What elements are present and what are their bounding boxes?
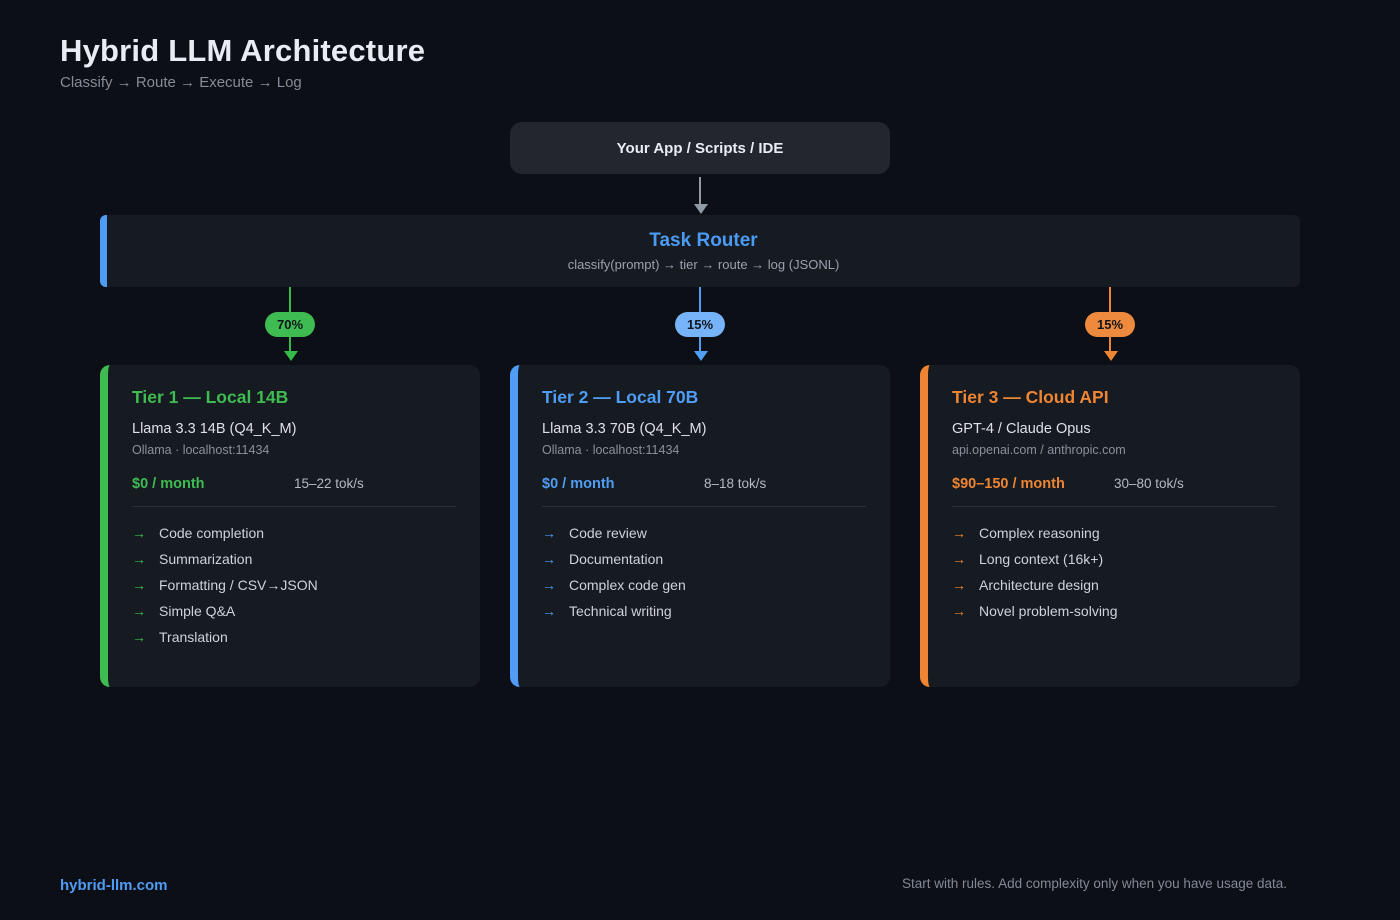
arrow-right-icon: → xyxy=(132,629,146,645)
connector-app-to-router xyxy=(699,177,701,205)
tier3-price-row: $90–150 / month 30–80 tok/s xyxy=(952,476,1276,492)
arrow-down-icon xyxy=(694,204,708,214)
arrow-right-icon: → xyxy=(952,603,966,619)
page-subtitle: Classify → Route → Execute → Log xyxy=(60,74,302,91)
tier1-use-list: →Code completion →Summarization →Formatt… xyxy=(132,525,456,647)
tier2-title: Tier 2 — Local 70B xyxy=(542,387,699,407)
divider xyxy=(132,506,456,507)
tier2-speed: 8–18 tok/s xyxy=(704,476,767,491)
arrow-right-icon: → xyxy=(542,603,556,619)
list-item: →Documentation xyxy=(542,551,664,567)
arrow-right-icon: → xyxy=(952,551,966,567)
footer-note: Start with rules. Add complexity only wh… xyxy=(902,876,1287,891)
route-percent-badge-tier1: 70% xyxy=(264,312,316,337)
tier2-card: Tier 2 — Local 70B Llama 3.3 70B (Q4_K_M… xyxy=(510,365,890,687)
arrow-down-icon xyxy=(284,351,298,361)
divider xyxy=(542,506,866,507)
tier3-title: Tier 3 — Cloud API xyxy=(952,387,1109,407)
arrow-right-icon: → xyxy=(132,577,146,593)
tier3-model: GPT-4 / Claude Opus xyxy=(952,421,1091,437)
tier1-model: Llama 3.3 14B (Q4_K_M) xyxy=(132,421,297,437)
tier1-card: Tier 1 — Local 14B Llama 3.3 14B (Q4_K_M… xyxy=(100,365,480,687)
arrow-right-icon: → xyxy=(952,577,966,593)
divider xyxy=(952,506,1276,507)
tier1-price-row: $0 / month 15–22 tok/s xyxy=(132,476,456,492)
list-item: →Long context (16k+) xyxy=(952,551,1104,567)
tier1-title: Tier 1 — Local 14B xyxy=(132,387,289,407)
tier2-endpoint: Ollama · localhost:11434 xyxy=(542,443,680,457)
list-item: →Summarization xyxy=(132,551,253,567)
route-percent-badge-tier2: 15% xyxy=(674,312,726,337)
arrow-down-icon xyxy=(694,351,708,361)
list-item: →Formatting / CSV→JSON xyxy=(132,577,318,593)
tier3-speed: 30–80 tok/s xyxy=(1114,476,1184,491)
list-item: →Complex code gen xyxy=(542,577,686,593)
footer-site-link[interactable]: hybrid-llm.com xyxy=(60,877,168,894)
tier2-price-row: $0 / month 8–18 tok/s xyxy=(542,476,866,492)
tier1-price: $0 / month xyxy=(132,476,205,492)
tier3-use-list: →Complex reasoning →Long context (16k+) … xyxy=(952,525,1276,621)
list-item: →Complex reasoning xyxy=(952,525,1100,541)
list-item: →Simple Q&A xyxy=(132,603,236,619)
tier3-endpoint: api.openai.com / anthropic.com xyxy=(952,443,1126,457)
tier2-use-list: →Code review →Documentation →Complex cod… xyxy=(542,525,866,621)
arrow-right-icon: → xyxy=(132,551,146,567)
arrow-right-icon: → xyxy=(132,525,146,541)
tier2-price: $0 / month xyxy=(542,476,615,492)
tier3-price: $90–150 / month xyxy=(952,476,1065,492)
task-router-subtitle: classify(prompt) → tier → route → log (J… xyxy=(567,257,840,272)
arrow-right-icon: → xyxy=(132,603,146,619)
list-item: →Architecture design xyxy=(952,577,1099,593)
arrow-right-icon: → xyxy=(542,551,556,567)
tier1-speed: 15–22 tok/s xyxy=(294,476,364,491)
list-item: →Code completion xyxy=(132,525,265,541)
task-router-title: Task Router xyxy=(649,230,758,251)
tier1-endpoint: Ollama · localhost:11434 xyxy=(132,443,270,457)
tier3-card: Tier 3 — Cloud API GPT-4 / Claude Opus a… xyxy=(920,365,1300,687)
list-item: →Code review xyxy=(542,525,647,541)
arrow-right-icon: → xyxy=(952,525,966,541)
list-item: →Technical writing xyxy=(542,603,672,619)
arrow-right-icon: → xyxy=(542,577,556,593)
tier2-model: Llama 3.3 70B (Q4_K_M) xyxy=(542,421,707,437)
app-box: Your App / Scripts / IDE xyxy=(510,122,890,174)
list-item: →Translation xyxy=(132,629,228,645)
route-percent-badge-tier3: 15% xyxy=(1084,312,1136,337)
list-item: →Novel problem-solving xyxy=(952,603,1118,619)
page-title: Hybrid LLM Architecture xyxy=(60,33,426,68)
arrow-down-icon xyxy=(1104,351,1118,361)
task-router-box: Task Router classify(prompt) → tier → ro… xyxy=(100,215,1300,287)
arrow-right-icon: → xyxy=(542,525,556,541)
